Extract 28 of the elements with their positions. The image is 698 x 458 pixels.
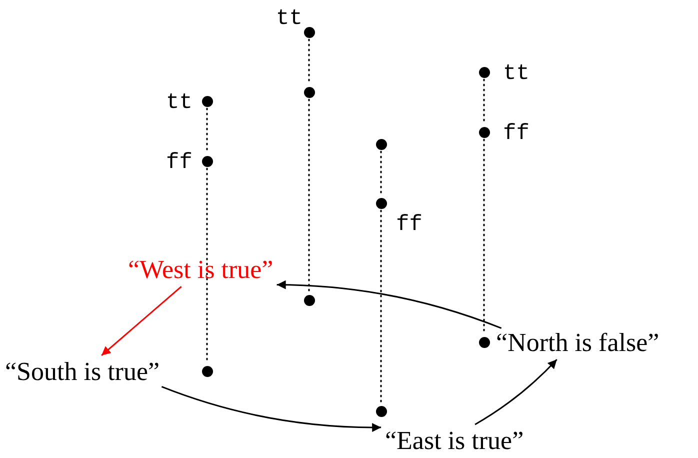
point-dot xyxy=(202,366,212,376)
point-dot xyxy=(304,26,314,38)
point-dot xyxy=(376,138,386,150)
point-dot xyxy=(478,126,490,138)
point-dot xyxy=(304,294,314,306)
point-dot xyxy=(202,156,212,166)
statement-text: “North is false” xyxy=(496,329,660,357)
truth-value-label: ff xyxy=(166,152,192,174)
point-dot xyxy=(478,66,490,78)
statement-text: “South is true” xyxy=(5,358,160,386)
point-dot xyxy=(376,198,386,208)
statement-text: “East is true” xyxy=(385,427,524,455)
point-dot xyxy=(304,86,314,98)
arrow xyxy=(161,386,382,432)
truth-value-label: tt xyxy=(503,63,530,85)
truth-value-label: ff xyxy=(503,123,530,145)
point-dot xyxy=(202,96,212,106)
dotted-line xyxy=(308,98,310,294)
statement-text: “West is true” xyxy=(128,256,274,284)
truth-value-label: ff xyxy=(396,214,422,236)
arrow xyxy=(276,280,502,329)
arrow xyxy=(474,358,558,426)
point-dot xyxy=(376,406,386,416)
truth-value-label: tt xyxy=(166,92,192,114)
point-dot xyxy=(478,336,490,348)
arrow xyxy=(101,286,182,356)
truth-value-label: tt xyxy=(276,8,302,30)
dotted-line xyxy=(380,210,382,404)
